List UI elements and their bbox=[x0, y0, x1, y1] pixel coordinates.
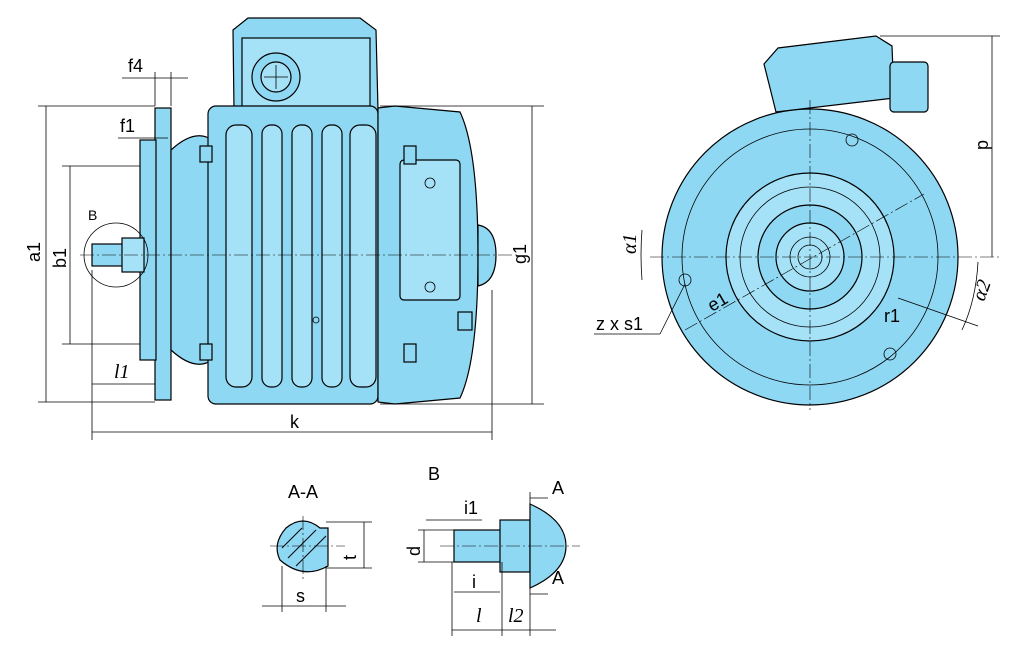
label-d: d bbox=[404, 546, 424, 556]
label-l2: l2 bbox=[508, 605, 524, 627]
brake-plate bbox=[399, 159, 461, 301]
label-l: l bbox=[476, 605, 482, 627]
label-l1: l1 bbox=[114, 361, 130, 383]
cable-gland-side bbox=[889, 61, 929, 113]
label-s: s bbox=[296, 586, 305, 606]
shaft-section bbox=[276, 520, 329, 573]
label-i: i bbox=[472, 572, 476, 592]
rear-cap bbox=[477, 224, 497, 287]
label-section-aa: A-A bbox=[288, 482, 318, 502]
side-view-dimensions: a1 b1 g1 k l1 f4 f1 B bbox=[24, 56, 544, 440]
label-t: t bbox=[340, 555, 360, 560]
side-view bbox=[80, 17, 520, 405]
label-detail-b: B bbox=[428, 464, 440, 484]
label-r1: r1 bbox=[884, 306, 900, 326]
detail-b: B A A i1 d i l l2 bbox=[404, 464, 580, 636]
label-f1: f1 bbox=[120, 116, 135, 136]
label-a1: a1 bbox=[24, 242, 44, 262]
cooling-fin bbox=[261, 124, 283, 388]
label-p: p bbox=[972, 140, 992, 150]
cooling-fin bbox=[225, 124, 253, 388]
bolt bbox=[199, 145, 213, 163]
label-alpha2: α2 bbox=[968, 277, 996, 304]
cooling-fin bbox=[291, 124, 313, 388]
label-a-bottom: A bbox=[552, 568, 564, 588]
flange-neck bbox=[170, 135, 213, 365]
bolt bbox=[199, 343, 213, 361]
label-alpha1: α1 bbox=[619, 234, 641, 255]
label-zxs1: z x s1 bbox=[596, 314, 643, 334]
front-view bbox=[650, 35, 1000, 410]
bolt bbox=[403, 145, 417, 165]
cooling-fin bbox=[349, 124, 377, 388]
label-f4: f4 bbox=[128, 56, 143, 76]
flange bbox=[154, 107, 172, 401]
label-b1: b1 bbox=[50, 248, 70, 268]
label-k: k bbox=[290, 412, 300, 432]
label-i1: i1 bbox=[464, 498, 478, 518]
release-lever bbox=[457, 311, 473, 331]
flange-cut bbox=[529, 503, 567, 589]
label-a-top: A bbox=[552, 478, 564, 498]
front-view-dimensions: p α1 α2 e1 r1 z x s1 bbox=[594, 35, 1000, 335]
label-g1: g1 bbox=[510, 244, 530, 264]
cooling-fin bbox=[321, 124, 343, 388]
section-aa: A-A t s bbox=[262, 482, 372, 612]
bolt bbox=[403, 343, 417, 363]
terminal-box-top bbox=[763, 35, 895, 113]
label-detail-b-marker: B bbox=[88, 207, 97, 223]
